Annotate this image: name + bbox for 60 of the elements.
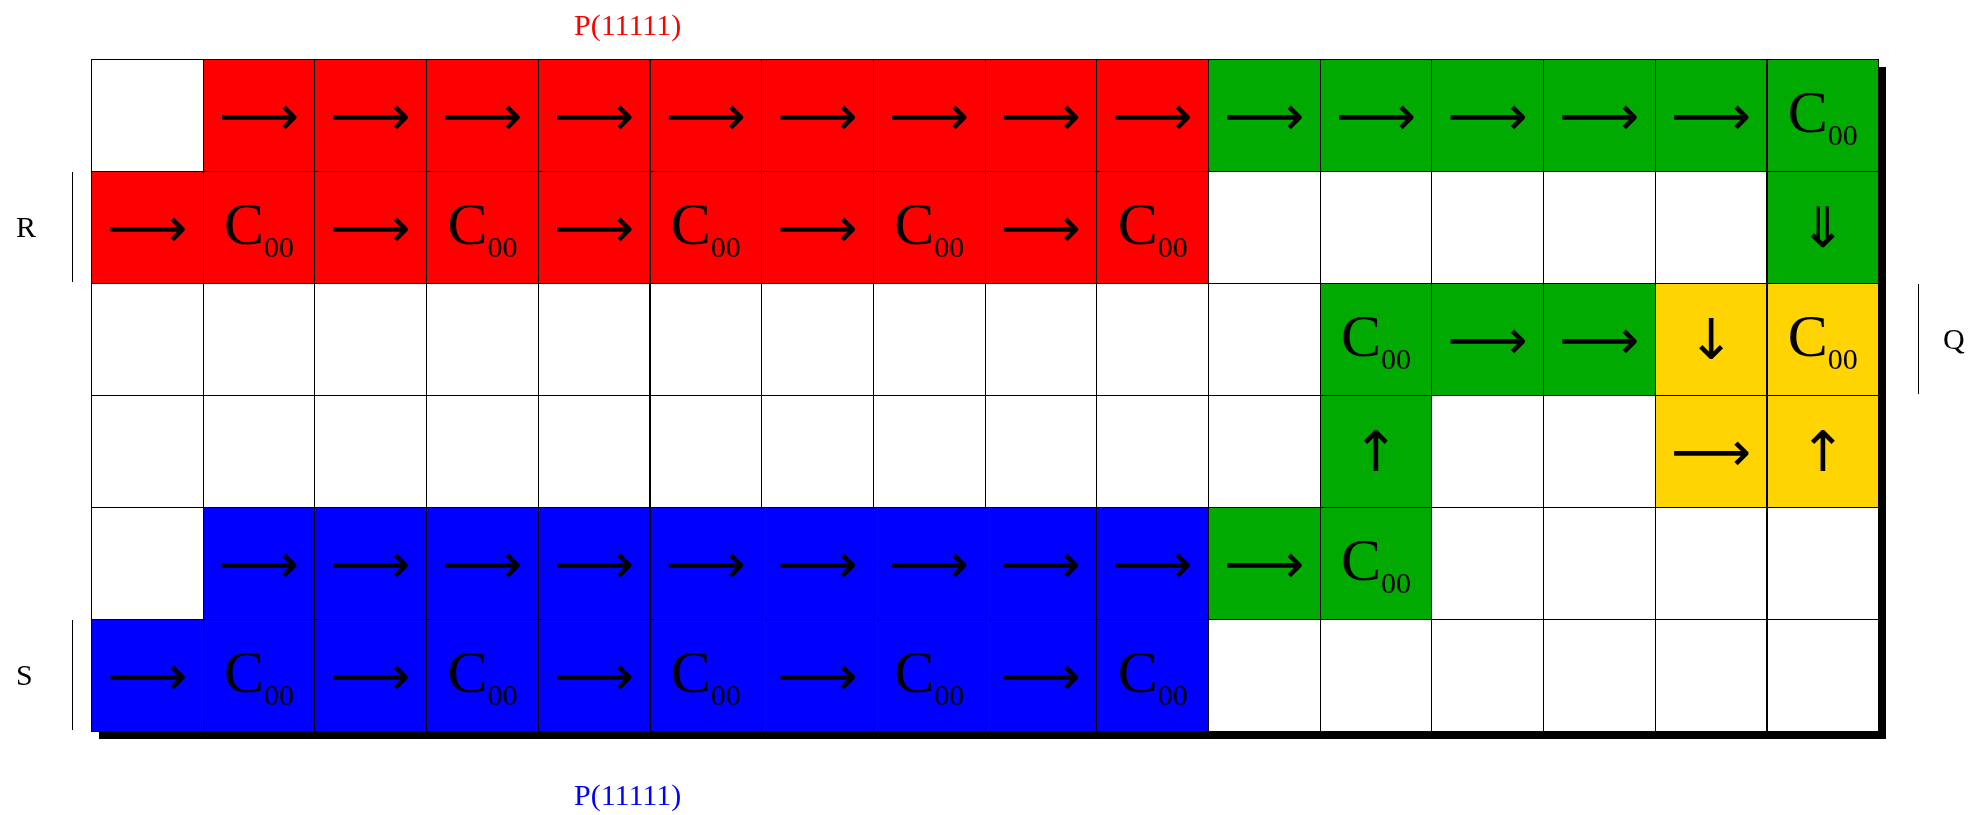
- arrow-symbol: ⟶: [777, 199, 858, 256]
- arrow-symbol: ⟶: [1447, 311, 1528, 368]
- arrow-symbol: ⟶: [554, 87, 635, 144]
- arrow-symbol: ⟶: [1671, 87, 1752, 144]
- cell-label: C$_{00}$: [1117, 193, 1188, 262]
- arrow-symbol: ⟶: [442, 87, 523, 144]
- arrow-symbol: ⟶: [1671, 423, 1752, 480]
- path-label: P(11111): [574, 780, 682, 810]
- cell-label: C$_{00}$: [1117, 641, 1188, 710]
- arrow-symbol: ⟶: [777, 647, 858, 704]
- arrow-symbol: ⟶: [665, 87, 746, 144]
- cell-label: C$_{00}$: [1341, 305, 1412, 374]
- cell-label: C$_{00}$: [224, 641, 295, 710]
- arrow-symbol: ⟶: [777, 87, 858, 144]
- arrow-symbol: ⟶: [218, 87, 300, 144]
- row-label: R: [16, 212, 36, 242]
- arrow-symbol: ⟶: [1000, 199, 1082, 256]
- cell-label: C$_{00}$: [1787, 305, 1858, 374]
- cell-label: C$_{00}$: [224, 193, 295, 262]
- arrow-symbol: ⟶: [1559, 87, 1640, 144]
- path-label: P(11111): [574, 10, 682, 40]
- arrow-symbol: ⟶: [218, 535, 300, 592]
- cell-label: C$_{00}$: [447, 193, 518, 262]
- arrow-symbol: ⟶: [1000, 87, 1082, 144]
- arrow-symbol: ⟶: [1447, 87, 1528, 144]
- arrow-symbol: ⟶: [777, 535, 858, 592]
- arrow-symbol: ⟶: [107, 647, 188, 704]
- cell-label: C$_{00}$: [1341, 529, 1412, 598]
- cell-label: C$_{00}$: [670, 193, 741, 262]
- arrow-symbol: ↑: [1352, 423, 1400, 480]
- cell-label: C$_{00}$: [1787, 81, 1858, 150]
- cell-label: C$_{00}$: [670, 641, 741, 710]
- arrow-symbol: ⟶: [330, 535, 411, 592]
- arrow-symbol: ⟶: [1112, 87, 1193, 144]
- cell-label: C$_{00}$: [894, 193, 965, 262]
- arrow-symbol: ⟶: [554, 535, 635, 592]
- cell-label: C$_{00}$: [447, 641, 518, 710]
- arrow-symbol: ⟶: [330, 87, 411, 144]
- arrow-symbol: ⟶: [1000, 535, 1082, 592]
- cell-label: C$_{00}$: [894, 641, 965, 710]
- arrow-symbol: ⟶: [1224, 535, 1305, 592]
- arrow-symbol: ⟶: [1559, 311, 1640, 368]
- arrow-symbol: ⟶: [554, 199, 635, 256]
- arrow-symbol: ⟶: [554, 647, 635, 704]
- arrow-symbol: ⟶: [107, 199, 188, 256]
- arrow-symbol: ⟶: [330, 647, 411, 704]
- arrow-symbol: ⟶: [889, 87, 970, 144]
- arrow-symbol: ⇓: [1799, 199, 1847, 256]
- arrow-symbol: ⟶: [665, 535, 746, 592]
- arrow-symbol: ⟶: [889, 535, 970, 592]
- arrow-symbol: ⟶: [1112, 535, 1193, 592]
- arrow-symbol: ↓: [1687, 311, 1735, 368]
- arrow-symbol: ⟶: [1224, 87, 1305, 144]
- row-label: Q: [1943, 324, 1965, 354]
- arrow-symbol: ⟶: [1000, 647, 1082, 704]
- arrow-symbol: ↑: [1799, 423, 1847, 480]
- arrow-symbol: ⟶: [1335, 87, 1417, 144]
- arrow-symbol: ⟶: [330, 199, 411, 256]
- arrow-symbol: ⟶: [442, 535, 523, 592]
- row-label: S: [16, 660, 33, 690]
